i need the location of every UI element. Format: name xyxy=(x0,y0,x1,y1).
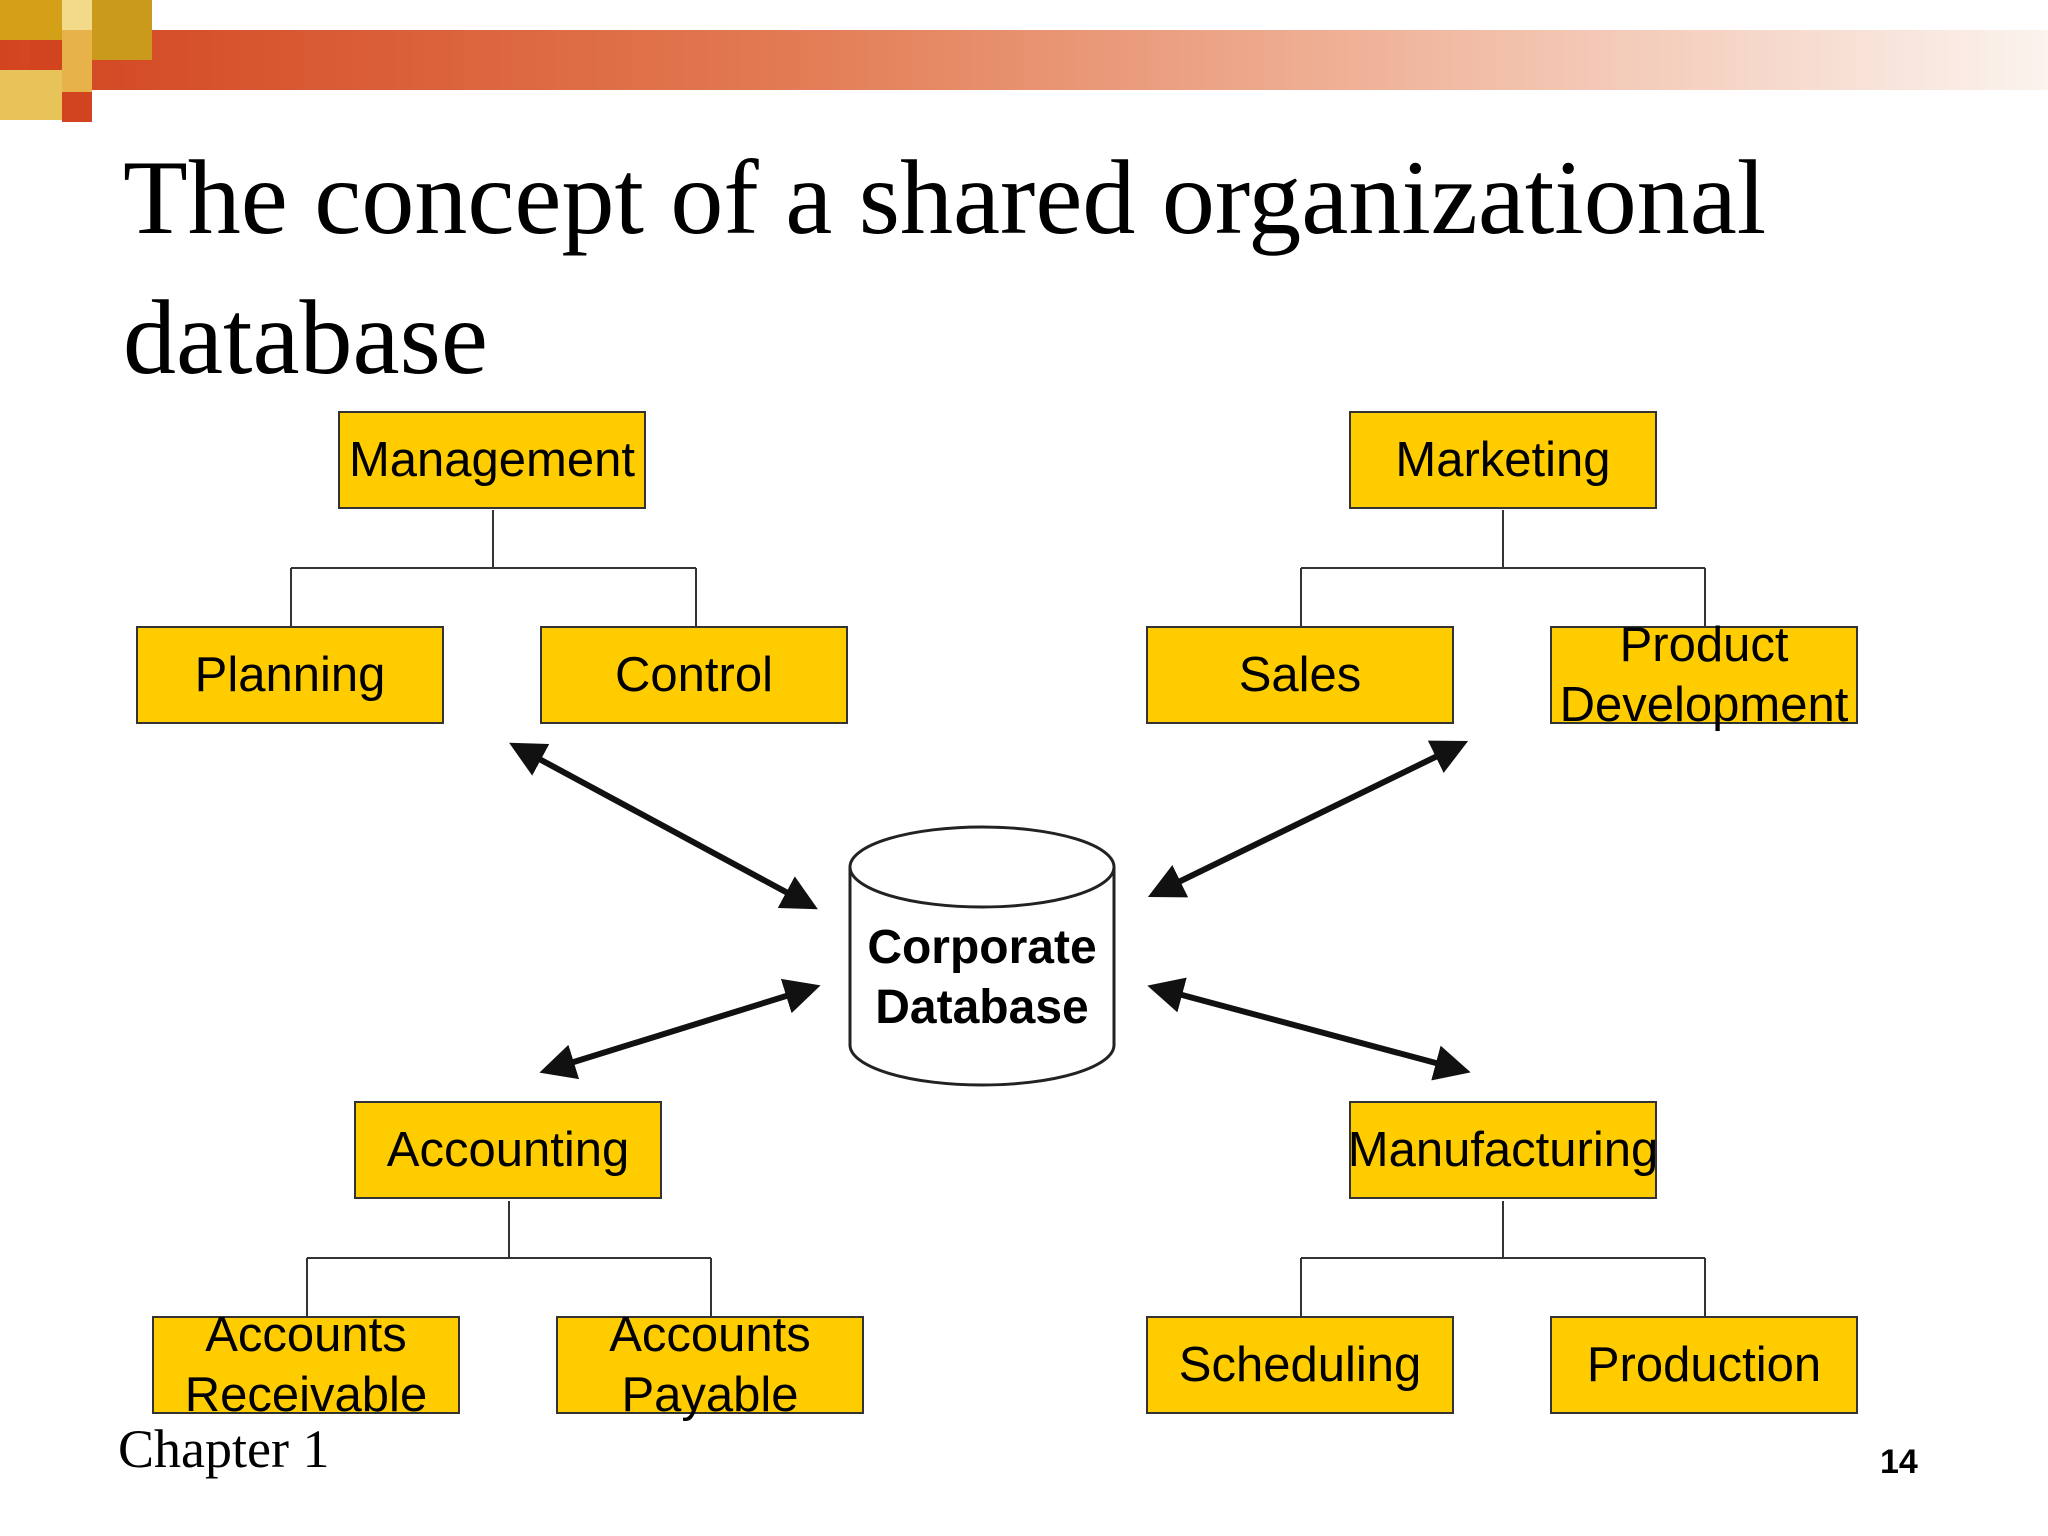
node-management: Management xyxy=(338,411,646,509)
logo-square xyxy=(62,0,92,30)
node-control: Control xyxy=(540,626,848,724)
arrow-accounting xyxy=(539,978,821,1080)
node-production: Production xyxy=(1550,1316,1858,1414)
node-marketing: Marketing xyxy=(1349,411,1657,509)
footer-chapter: Chapter 1 xyxy=(118,1419,330,1479)
header-gradient-bar xyxy=(0,30,2048,90)
logo-square xyxy=(0,70,62,120)
node-planning: Planning xyxy=(136,626,444,724)
node-sales: Sales xyxy=(1146,626,1454,724)
arrow-marketing xyxy=(1147,740,1469,898)
logo-square xyxy=(62,92,92,122)
tree-connector-accounting xyxy=(306,1201,712,1316)
slide-title: The concept of a shared organizational d… xyxy=(123,139,1767,396)
node-product-development: Product Development xyxy=(1550,618,1858,732)
database-label: Corporate Database xyxy=(846,918,1118,1038)
database-label-line2: Database xyxy=(875,981,1089,1034)
arrow-manufacturing xyxy=(1147,977,1471,1081)
node-accounts-receivable: Accounts Receivable xyxy=(152,1308,460,1422)
logo-square xyxy=(92,0,152,60)
database-label-line1: Corporate xyxy=(867,921,1097,974)
page-number: 14 xyxy=(1880,1443,1918,1481)
tree-connector-marketing xyxy=(1300,510,1706,626)
database-cylinder xyxy=(848,825,1116,1087)
node-manufacturing: Manufacturing xyxy=(1348,1101,1658,1199)
tree-connector-management xyxy=(290,510,697,626)
logo-square xyxy=(30,40,62,70)
tree-connector-manufacturing xyxy=(1300,1201,1706,1316)
node-accounts-payable: Accounts Payable xyxy=(556,1308,864,1422)
node-scheduling: Scheduling xyxy=(1146,1316,1454,1414)
logo-square xyxy=(62,30,92,92)
node-accounting: Accounting xyxy=(354,1101,662,1199)
logo-square xyxy=(0,0,62,40)
arrow-management xyxy=(509,742,818,910)
